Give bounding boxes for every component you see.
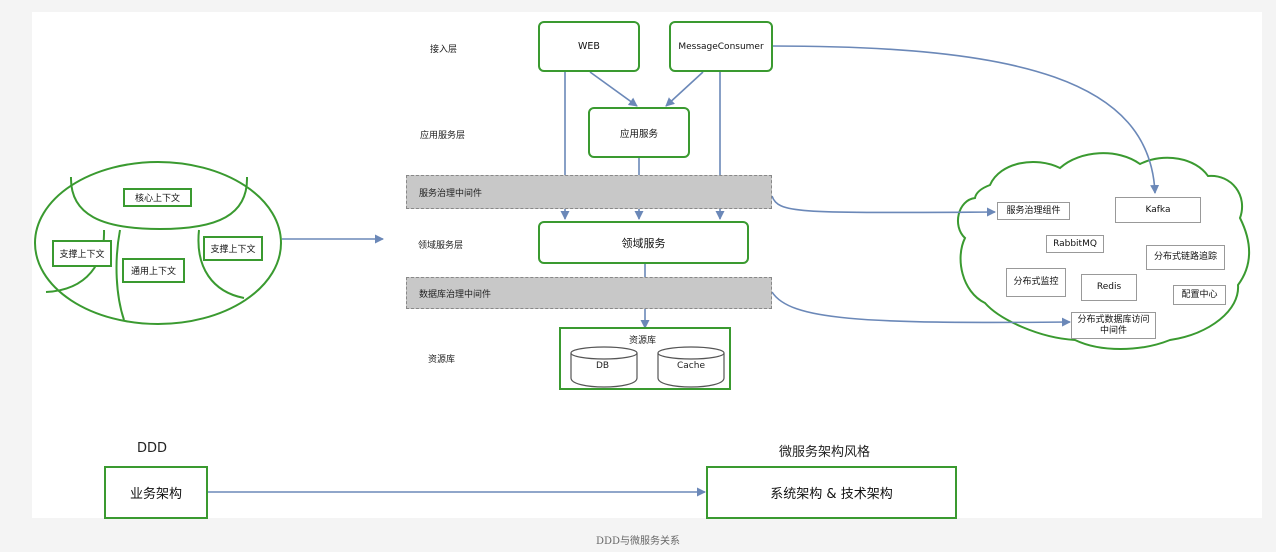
resource-library-box bbox=[559, 327, 731, 390]
service-governance-middleware: 服务治理中间件 bbox=[406, 175, 772, 209]
business-architecture-box: 业务架构 bbox=[104, 466, 208, 519]
rabbitmq-node: RabbitMQ bbox=[1046, 235, 1104, 253]
access-layer-label: 接入层 bbox=[430, 45, 458, 55]
system-tech-architecture-box: 系统架构 & 技术架构 bbox=[706, 466, 957, 519]
kafka-node: Kafka bbox=[1115, 197, 1201, 223]
cache-label: Cache bbox=[677, 361, 705, 371]
app-layer-label: 应用服务层 bbox=[420, 131, 466, 141]
support-context-right: 支撑上下文 bbox=[203, 236, 263, 261]
service-gov-component: 服务治理组件 bbox=[997, 202, 1070, 220]
generic-context: 通用上下文 bbox=[122, 258, 185, 283]
figure-caption: DDD与微服务关系 bbox=[595, 536, 681, 547]
db-label: DB bbox=[596, 361, 610, 371]
ddd-label: DDD bbox=[137, 441, 168, 456]
microservice-style-label: 微服务架构风格 bbox=[779, 445, 871, 460]
support-context-left: 支撑上下文 bbox=[52, 240, 112, 267]
domain-service-node: 领域服务 bbox=[538, 221, 749, 264]
redis-node: Redis bbox=[1081, 274, 1137, 301]
db-access-middleware-node: 分布式数据库访问中间件 bbox=[1071, 312, 1156, 339]
config-center-node: 配置中心 bbox=[1173, 285, 1226, 305]
resource-library-title: 资源库 bbox=[629, 336, 657, 346]
domain-layer-label: 领域服务层 bbox=[418, 241, 464, 251]
distributed-monitor-node: 分布式监控 bbox=[1006, 268, 1066, 297]
diagram-canvas bbox=[32, 12, 1262, 518]
db-governance-middleware: 数据库治理中间件 bbox=[406, 277, 772, 309]
app-service-node: 应用服务 bbox=[588, 107, 690, 158]
message-consumer-node: MessageConsumer bbox=[669, 21, 773, 72]
core-context: 核心上下文 bbox=[123, 188, 192, 207]
web-node: WEB bbox=[538, 21, 640, 72]
resource-layer-label: 资源库 bbox=[428, 355, 456, 365]
distributed-tracing-node: 分布式链路追踪 bbox=[1146, 245, 1225, 270]
